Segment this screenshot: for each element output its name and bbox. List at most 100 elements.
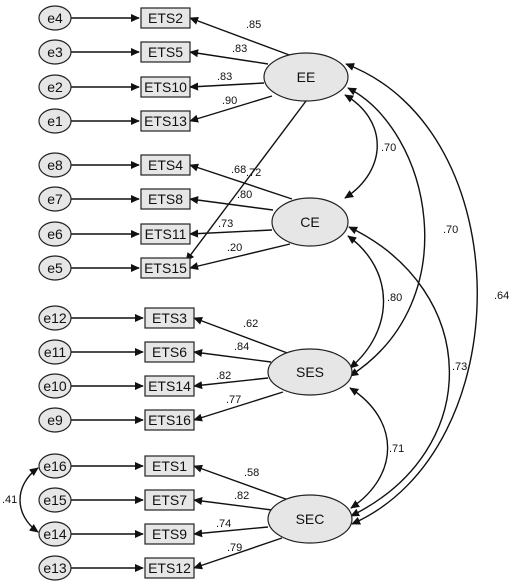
error-label: e12	[43, 310, 67, 326]
coefficient-label-layer: .85 .83 .83 .90 .72 .68 .80 .73 .20 .62 …	[2, 19, 509, 554]
correlation-curve-ee-sec	[345, 63, 478, 525]
indicator-label: ETS9	[152, 526, 187, 542]
loading-label-ce-ets8: .80	[237, 189, 252, 201]
indicator-label: ETS5	[148, 44, 183, 60]
error-node-e1: e1	[38, 108, 72, 134]
loading-arrow-ses-ets6	[193, 349, 272, 363]
loading-label-sec-ets9: .74	[216, 518, 231, 530]
error-node-e15: e15	[38, 487, 72, 513]
correlation-label-ce-sec: .73	[452, 361, 467, 373]
latent-label: EE	[297, 69, 316, 85]
correlation-curve-ses-sec	[349, 387, 389, 509]
error-node-e6: e6	[38, 221, 72, 247]
correlation-label-ee-ses: .70	[443, 224, 458, 236]
correlation-label-ses-sec: .71	[389, 443, 404, 455]
correlation-curve-ce-sec	[348, 226, 451, 517]
loading-label-sec-ets1: .58	[244, 467, 259, 479]
error-node-e12: e12	[38, 305, 72, 331]
indicator-label: ETS11	[145, 226, 187, 242]
loading-path-layer	[185, 17, 307, 570]
loading-label-ee-ets15: .72	[246, 167, 261, 179]
loading-label-ce-ets4: .68	[231, 164, 246, 176]
loading-arrow-sec-ets9	[193, 526, 269, 538]
indicator-label: ETS12	[148, 560, 191, 576]
loading-label-ses-ets16: .77	[226, 394, 241, 406]
error-label: e2	[47, 79, 63, 95]
loading-label-ee-ets13: .90	[222, 95, 237, 107]
indicator-box-ets8: ETS8	[140, 188, 191, 210]
loading-arrow-sec-ets7	[193, 497, 273, 511]
error-label: e9	[47, 412, 63, 428]
loading-label-ses-ets6: .84	[234, 341, 249, 353]
loading-arrow-ce-ets11	[189, 229, 273, 238]
loading-arrow-ee-ets15	[185, 100, 307, 262]
loading-arrow-ee-ets10	[189, 82, 265, 91]
error-label: e11	[44, 344, 67, 360]
loading-arrow-sec-ets12	[193, 537, 283, 570]
loading-label-ee-ets5: .83	[232, 43, 247, 55]
error-label: e1	[47, 113, 63, 129]
indicator-layer: ETS2 ETS5 ETS10 ETS13 ETS4 ETS8 ETS11 ET…	[140, 7, 195, 579]
indicator-box-ets4: ETS4	[140, 154, 191, 176]
indicator-label: ETS8	[148, 191, 183, 207]
indicator-label: ETS4	[148, 157, 183, 173]
loading-arrow-ses-ets3	[193, 317, 291, 355]
loading-label-ce-ets15: .20	[227, 242, 242, 254]
correlation-label-ee-ce: .70	[381, 142, 396, 154]
latent-node-ee: EE	[263, 52, 349, 102]
loading-arrow-ee-ets13	[189, 95, 273, 123]
error-node-e13: e13	[38, 555, 72, 581]
error-label: e7	[47, 191, 63, 207]
error-node-e8: e8	[38, 152, 72, 178]
loading-arrow-ce-ets15	[189, 243, 291, 271]
error-label: e14	[43, 526, 67, 542]
indicator-label: ETS13	[144, 113, 187, 129]
indicator-label: ETS6	[152, 344, 187, 360]
correlation-label-ee-sec: .64	[494, 290, 509, 302]
error-node-e2: e2	[38, 74, 72, 100]
indicator-box-ets16: ETS16	[144, 409, 195, 431]
latent-factor-layer: EE CE SES SEC	[263, 52, 353, 544]
loading-label-ee-ets10: .83	[217, 71, 232, 83]
indicator-box-ets9: ETS9	[144, 523, 195, 545]
latent-label: CE	[300, 214, 319, 230]
indicator-box-ets3: ETS3	[144, 307, 195, 329]
indicator-box-ets15: ETS15	[140, 257, 191, 279]
indicator-box-ets13: ETS13	[140, 110, 191, 132]
error-node-e11: e11	[38, 339, 72, 365]
correlation-curve-e16-e14	[19, 467, 39, 533]
error-label: e8	[47, 157, 63, 173]
indicator-label: ETS2	[148, 10, 183, 26]
correlation-label-ce-ses: .80	[387, 292, 402, 304]
error-node-e9: e9	[38, 407, 72, 433]
error-node-e16: e16	[38, 453, 72, 479]
indicator-label: ETS1	[152, 458, 187, 474]
error-label: e15	[43, 492, 67, 508]
indicator-box-ets7: ETS7	[144, 489, 195, 511]
latent-node-ce: CE	[271, 197, 349, 247]
indicator-label: ETS14	[148, 378, 191, 394]
indicator-box-ets12: ETS12	[144, 557, 195, 579]
error-node-e3: e3	[38, 39, 72, 65]
error-label: e3	[47, 44, 63, 60]
loading-label-ce-ets11: .73	[218, 218, 233, 230]
error-node-e10: e10	[38, 373, 72, 399]
latent-label: SES	[296, 364, 324, 380]
loading-label-ee-ets2: .85	[246, 19, 261, 31]
loading-arrow-ce-ets4	[189, 163, 293, 200]
indicator-box-ets10: ETS10	[140, 76, 191, 98]
loading-label-ses-ets14: .82	[216, 370, 231, 382]
error-label: e10	[43, 378, 67, 394]
correlation-curve-ee-ses	[347, 87, 426, 377]
error-node-e4: e4	[38, 5, 72, 31]
indicator-box-ets11: ETS11	[140, 223, 191, 245]
error-label: e6	[47, 226, 63, 242]
indicator-box-ets2: ETS2	[140, 7, 191, 29]
loading-arrow-ses-ets16	[193, 391, 284, 422]
error-label: e13	[43, 560, 67, 576]
indicator-box-ets5: ETS5	[140, 41, 191, 63]
loading-arrow-ses-ets14	[193, 377, 269, 390]
indicator-label: ETS16	[148, 412, 191, 428]
loading-label-sec-ets12: .79	[227, 542, 242, 554]
